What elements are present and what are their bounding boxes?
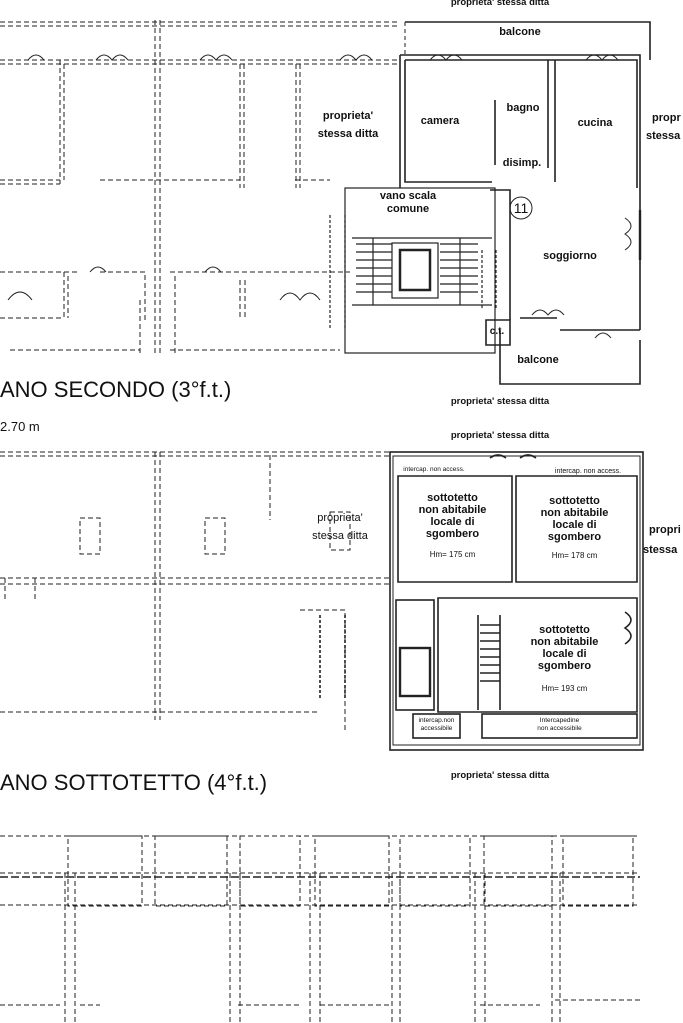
property-label-left-1: proprieta' [322,110,374,122]
room-label-balcone-top: balcone [499,26,541,38]
property-label-right-2: stessa [646,130,681,142]
property-label-left-2: stessa ditta [317,128,379,140]
neighbour-attic [0,451,390,730]
intercap-label-right: intercap. non access. [554,468,622,475]
intercap-bottom-left-2: accessibile [420,725,453,732]
property-label-attic-2: stessa ditta [312,530,368,542]
attic-a-line-1: sottotetto [427,492,478,504]
attic-c-line-1: sottotetto [539,624,590,636]
attic-b-line-2: non abitabile [540,507,609,519]
stair-label-1: vano scala [368,190,448,202]
attic-b-height: Hm= 178 cm [551,551,598,560]
property-label-mid-1: proprieta' stessa ditta [450,396,550,407]
floor-height-second: 2.70 m [0,419,40,434]
property-label-top: proprieta' stessa ditta [450,0,550,8]
property-label-right-1: propr [652,112,681,124]
stair-label-2: comune [368,203,448,215]
attic-b-line-4: sgombero [547,531,602,543]
room-label-ct: c.t. [489,326,505,337]
attic-b-line-1: sottotetto [549,495,600,507]
room-label-disimp: disimp. [498,157,546,169]
property-label-attic-1: proprieta' [317,512,363,524]
attic-c-line-4: sgombero [537,660,592,672]
neighbour-second-floor [0,20,400,355]
apartment-outline [399,21,651,385]
property-label-mid-2: proprieta' stessa ditta [450,430,550,441]
floor-title-second: ANO SECONDO (3°f.t.) [0,377,232,402]
attic-a-line-2: non abitabile [418,504,487,516]
attic-a-height: Hm= 175 cm [429,550,476,559]
attic-b-line-3: locale di [552,519,597,531]
room-label-camera: camera [420,115,460,127]
attic-unit [319,451,644,751]
attic-c-line-3: locale di [542,648,587,660]
intercap-label-left: intercap. non access. [403,466,465,473]
stairwell-second-floor [329,187,497,354]
room-label-soggiorno: soggiorno [543,250,597,262]
attic-a-line-4: sgombero [425,528,480,540]
intercap-bottom-right-2: non accessibile [537,725,582,732]
neighbour-lower [0,835,640,1023]
property-label-attic-right-1: propri [649,524,681,536]
intercap-bottom-left-1: intercap.non [418,717,455,724]
room-label-cucina: cucina [577,117,613,129]
property-label-attic-right-2: stessa [643,544,678,556]
property-label-bottom: proprieta' stessa ditta [450,770,550,781]
attic-c-height: Hm= 193 cm [541,684,588,693]
attic-c-line-2: non abitabile [530,636,599,648]
attic-a-line-3: locale di [430,516,475,528]
floor-title-attic: ANO SOTTOTETTO (4°f.t.) [0,770,268,795]
unit-number: 11 [513,200,529,216]
room-label-bagno: bagno [506,102,540,114]
room-label-balcone-bottom: balcone [517,354,559,366]
windows-second-floor [7,54,632,339]
intercap-bottom-right-1: Intercapedine [539,717,580,724]
